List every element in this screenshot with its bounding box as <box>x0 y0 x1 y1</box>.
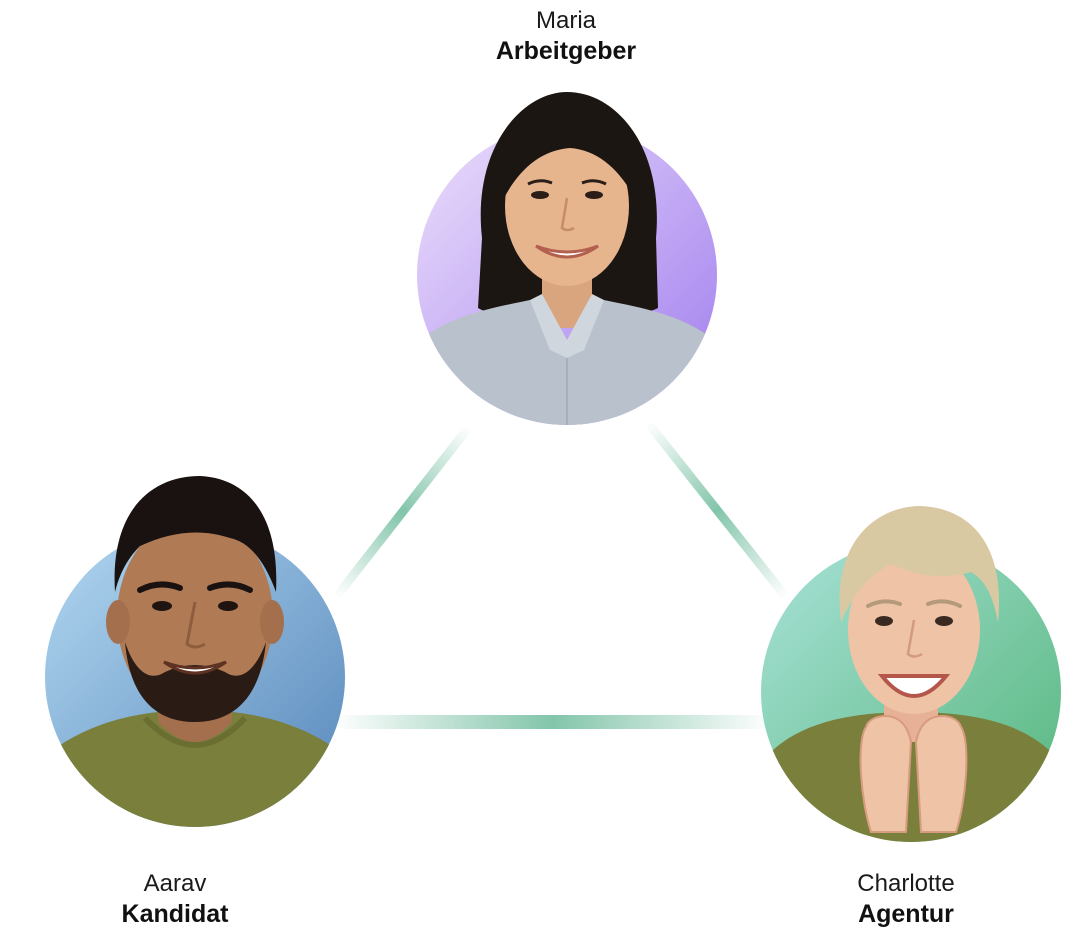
connector-maria-charlotte <box>647 423 787 597</box>
person-name: Aarav <box>143 870 207 897</box>
person-label-maria: Maria Arbeitgeber <box>446 6 686 67</box>
avatar-maria <box>417 92 717 425</box>
person-role: Arbeitgeber <box>495 37 637 65</box>
person-label-charlotte: Charlotte Agentur <box>786 869 1026 930</box>
person-name: Charlotte <box>857 870 955 897</box>
person-role: Kandidat <box>121 900 229 928</box>
person-label-aarav: Aarav Kandidat <box>55 869 295 930</box>
avatar-aarav <box>45 476 345 827</box>
connector-maria-aarav <box>335 427 470 597</box>
person-name: Maria <box>535 7 596 34</box>
avatar-charlotte <box>761 506 1061 842</box>
person-role: Agentur <box>858 900 954 928</box>
